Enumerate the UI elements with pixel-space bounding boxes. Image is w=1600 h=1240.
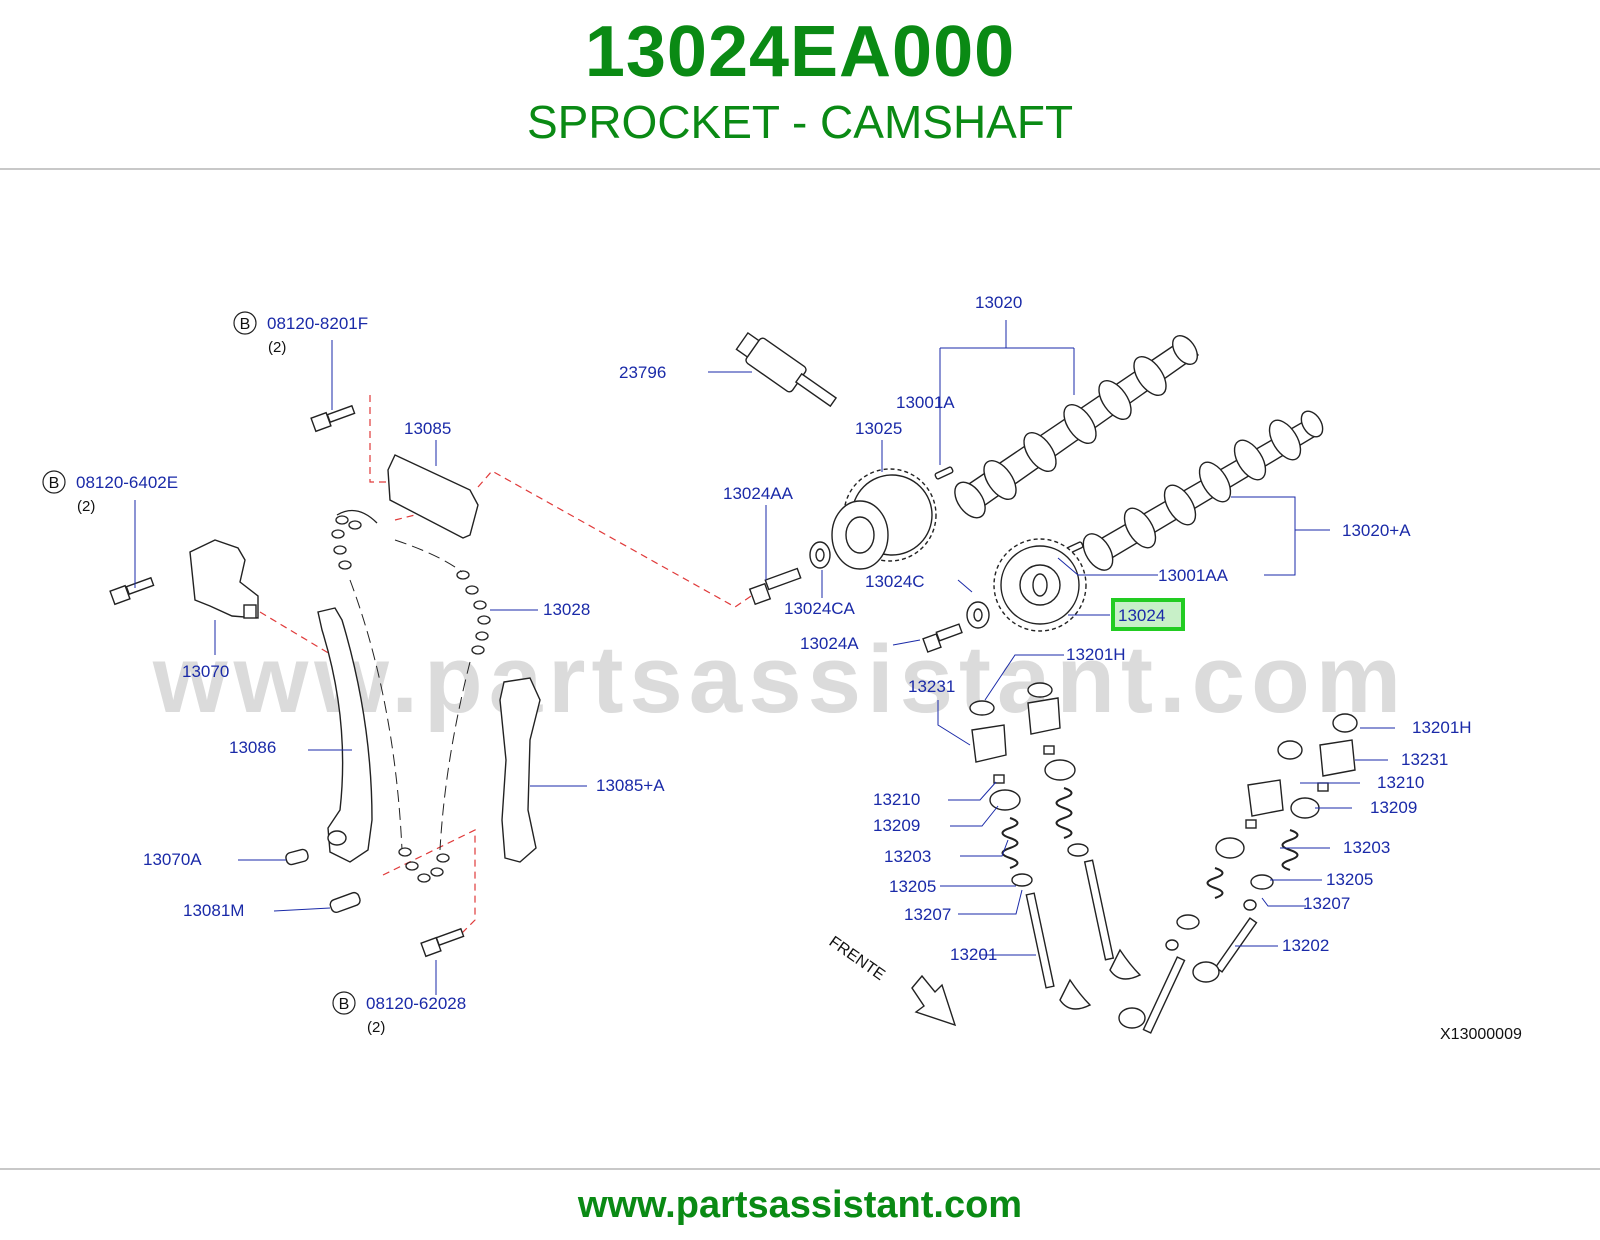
pivot-pin-13070A[interactable]	[285, 848, 309, 866]
callout-13020[interactable]: 13020	[975, 293, 1022, 312]
callout-13207-a[interactable]: 13207	[904, 905, 951, 924]
part-number-title: 13024EA000	[584, 12, 1016, 92]
valve-train-intake[interactable]	[1118, 713, 1358, 1034]
target-part-highlight	[1111, 598, 1185, 631]
timing-chain-13028[interactable]	[331, 509, 491, 883]
ref-mark: B	[240, 316, 251, 333]
callout-13205-a[interactable]: 13205	[889, 877, 936, 896]
callout-13210-a[interactable]: 13210	[873, 790, 920, 809]
header-divider	[0, 168, 1600, 170]
direction-label: FRENTE	[826, 933, 888, 984]
camshaft-intake[interactable]	[1077, 407, 1327, 575]
callout-13001A[interactable]: 13001A	[896, 393, 955, 412]
parts-diagram: www.partsassistant.com	[0, 170, 1600, 1165]
washer-13024C[interactable]	[966, 601, 990, 629]
bolt-ref-08120-8201F[interactable]: B 08120-8201F (2)	[233, 311, 368, 356]
callout-13231-b[interactable]: 13231	[1401, 750, 1448, 769]
callout-13025[interactable]: 13025	[855, 419, 902, 438]
bolt-13024AA[interactable]	[748, 567, 802, 606]
callout-13024AA[interactable]: 13024AA	[723, 484, 794, 503]
callout-13231-a[interactable]: 13231	[908, 677, 955, 696]
footer-website-link[interactable]: www.partsassistant.com	[577, 1184, 1023, 1226]
tension-guide-13086[interactable]	[317, 607, 373, 863]
callout-13209-b[interactable]: 13209	[1370, 798, 1417, 817]
callout-13201H-a[interactable]: 13201H	[1066, 645, 1126, 664]
slack-guide-13085A[interactable]	[499, 677, 541, 863]
washer-13024CA[interactable]	[809, 541, 831, 569]
arrow-icon	[911, 974, 957, 1027]
callout-13201H-b[interactable]: 13201H	[1412, 718, 1472, 737]
callout-13070[interactable]: 13070	[182, 662, 229, 681]
callout-13024A[interactable]: 13024A	[800, 634, 859, 653]
bolt-part-number[interactable]: 08120-6402E	[76, 473, 178, 492]
bolt-lower[interactable]	[420, 927, 465, 958]
bolt-13024A[interactable]	[922, 623, 963, 653]
guide-bolt-13081M[interactable]	[329, 891, 362, 913]
callout-13207-b[interactable]: 13207	[1303, 894, 1350, 913]
dowel-pin-13001A	[934, 466, 954, 480]
guide-pivot-hole	[327, 830, 347, 846]
callout-13020A[interactable]: 13020+A	[1342, 521, 1411, 540]
vvt-sprocket-13025[interactable]	[831, 468, 937, 570]
callout-13203-a[interactable]: 13203	[884, 847, 931, 866]
callout-13081M[interactable]: 13081M	[183, 901, 244, 920]
part-name-subtitle: SPROCKET - CAMSHAFT	[526, 96, 1074, 148]
cam-sensor-23796[interactable]	[735, 331, 838, 408]
callout-13070A[interactable]: 13070A	[143, 850, 202, 869]
callout-13202[interactable]: 13202	[1282, 936, 1329, 955]
bolt-upper-left[interactable]	[310, 404, 356, 433]
footer-divider	[0, 1168, 1600, 1170]
page-header: 13024EA000 SPROCKET - CAMSHAFT	[0, 0, 1600, 168]
callout-13001AA[interactable]: 13001AA	[1158, 566, 1229, 585]
bolt-ref-08120-6402E[interactable]: B 08120-6402E (2)	[42, 470, 178, 515]
bolt-quantity: (2)	[77, 498, 95, 515]
ref-mark: B	[339, 996, 350, 1013]
callout-13024CA[interactable]: 13024CA	[784, 599, 856, 618]
callout-13210-b[interactable]: 13210	[1377, 773, 1424, 792]
callout-13203-b[interactable]: 13203	[1343, 838, 1390, 857]
callout-13209-a[interactable]: 13209	[873, 816, 920, 835]
bolt-quantity: (2)	[367, 1019, 385, 1036]
camshaft-sprocket-13024[interactable]	[993, 538, 1087, 632]
callout-13205-b[interactable]: 13205	[1326, 870, 1373, 889]
leader-lines	[134, 320, 1395, 995]
bolt-left-tensioner[interactable]	[109, 576, 155, 606]
chain-tensioner[interactable]	[189, 539, 259, 619]
callout-13028[interactable]: 13028	[543, 600, 590, 619]
callout-13024C[interactable]: 13024C	[865, 572, 925, 591]
upper-chain-guide[interactable]	[387, 454, 479, 539]
callout-13024[interactable]: 13024	[1118, 606, 1165, 625]
bolt-part-number[interactable]: 08120-62028	[366, 994, 466, 1013]
front-direction-indicator: FRENTE	[826, 933, 957, 1027]
figure-code: X13000009	[1440, 1026, 1522, 1043]
bolt-part-number[interactable]: 08120-8201F	[267, 314, 368, 333]
bolt-ref-08120-62028[interactable]: B 08120-62028 (2)	[332, 991, 466, 1036]
callout-13085A[interactable]: 13085+A	[596, 776, 665, 795]
callout-13086[interactable]: 13086	[229, 738, 276, 757]
callout-13201[interactable]: 13201	[950, 945, 997, 964]
bolt-quantity: (2)	[268, 339, 286, 356]
callout-23796[interactable]: 23796	[619, 363, 666, 382]
tensioner-plunger	[243, 604, 257, 619]
ref-mark: B	[49, 475, 60, 492]
camshaft-exhaust[interactable]	[949, 331, 1203, 523]
callout-13085[interactable]: 13085	[404, 419, 451, 438]
valve-train-exhaust[interactable]	[969, 682, 1142, 1010]
callout-labels: 13020 23796 13001A 13025 13085 13024AA 1…	[143, 293, 1472, 964]
